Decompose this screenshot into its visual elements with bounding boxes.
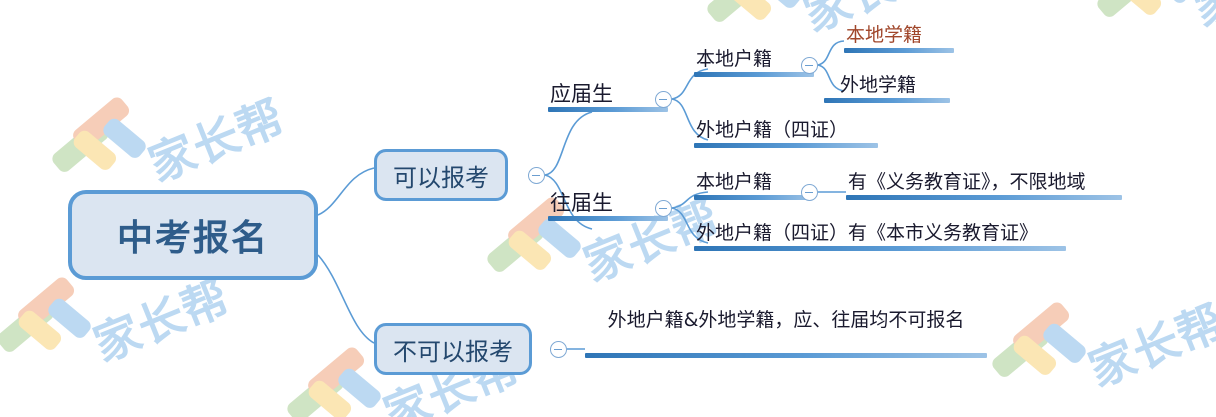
node-underline-bar [846,194,1122,200]
link-localhukou-to-nonlocal-xueji [817,64,845,92]
node-underline-bar [694,194,814,200]
node-underline-bar [548,107,668,113]
node-underline-bar [548,216,668,222]
node-can-apply[interactable]: 可以报考 [374,149,508,201]
node-nonlocal-xueji-label: 外地学籍 [840,74,917,96]
link-current-to-nonlocal-hukou [671,98,709,141]
node-current-graduate-label: 应届生 [550,82,613,106]
root-node-label: 中考报名 [116,218,269,259]
node-can-apply-label: 可以报考 [393,163,489,192]
link-can-apply-to-current [544,111,593,176]
node-nonlocal-hukou-city-cert-label: 外地户籍（四证）有《本市义务教育证》 [696,222,1039,244]
node-local-hukou-former[interactable]: 本地户籍 [694,171,814,200]
node-has-compulsory-cert[interactable]: 有《义务教育证》，不限地域 [846,171,1122,200]
node-cannot-apply-label: 不可以报考 [393,337,513,366]
node-underline-bar [824,97,950,103]
link-can-apply-to-former [544,174,593,230]
node-underline-bar [585,352,987,358]
node-local-hukou[interactable]: 本地户籍 [694,48,814,77]
node-underline-bar [844,47,954,53]
node-former-graduate[interactable]: 往届生 [548,191,668,222]
node-nonlocal-xueji[interactable]: 外地学籍 [824,74,950,103]
node-local-xueji-label: 本地学籍 [846,24,923,46]
collapse-minus-icon-local-hukou[interactable] [801,57,818,74]
collapse-minus-icon-former-graduate[interactable] [655,200,672,217]
collapse-minus-icon-cannot-apply[interactable] [550,341,567,358]
link-localhukou-to-local-xueji [817,40,845,66]
node-current-graduate[interactable]: 应届生 [548,82,668,113]
collapse-minus-icon-local-hukou-former[interactable] [801,184,818,201]
node-underline-bar [694,142,878,148]
collapse-minus-icon-can-apply[interactable] [528,167,545,184]
node-local-xueji[interactable]: 本地学籍 [844,24,954,53]
root-node-box[interactable]: 中考报名 [68,190,318,280]
node-has-compulsory-cert-label: 有《义务教育证》，不限地域 [848,171,1086,193]
collapse-minus-icon-current-graduate[interactable] [655,91,672,108]
root-node[interactable]: 中考报名 [68,190,318,280]
node-no-apply-rule[interactable]: 外地户籍&外地学籍，应、往届均不可报名 [585,309,987,358]
node-nonlocal-hukou-four-label: 外地户籍（四证） [696,119,849,141]
link-root-to-can-apply [317,167,375,216]
node-local-hukou-label: 本地户籍 [696,48,773,70]
node-cannot-apply-box[interactable]: 不可以报考 [374,323,532,375]
link-former-to-local-hukou2 [671,191,709,209]
node-nonlocal-hukou-city-cert[interactable]: 外地户籍（四证）有《本市义务教育证》 [694,222,1066,251]
node-local-hukou-former-label: 本地户籍 [696,171,773,193]
node-can-apply-box[interactable]: 可以报考 [374,149,508,201]
link-former-to-nonlocal-city-cert [671,207,709,244]
link-root-to-cannot-apply [317,254,375,344]
node-underline-bar [694,245,1066,251]
node-cannot-apply[interactable]: 不可以报考 [374,323,532,375]
node-underline-bar [694,71,814,77]
node-nonlocal-hukou-four[interactable]: 外地户籍（四证） [694,119,878,148]
node-former-graduate-label: 往届生 [550,191,613,215]
link-current-to-local-hukou [671,68,709,100]
node-no-apply-rule-label: 外地户籍&外地学籍，应、往届均不可报名 [607,309,965,331]
